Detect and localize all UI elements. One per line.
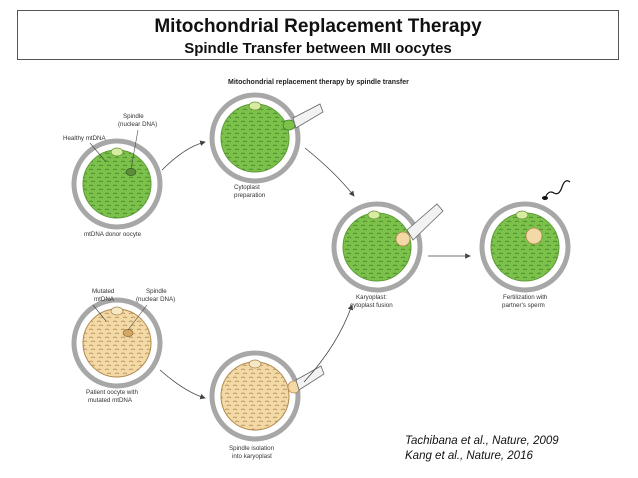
label-patient-2: mutated mtDNA [88,397,133,404]
donor-oocyte [71,138,163,230]
sperm-icon [545,180,571,197]
spindle-icon [125,168,137,176]
label-spindle-top-2: (nuclear DNA) [118,121,157,128]
title-box: Mitochondrial Replacement Therapy Spindl… [17,10,619,60]
cytoplast-prep-oocyte [209,92,324,184]
spindle-isolation-oocyte [209,350,325,442]
pipette-icon [406,203,444,241]
pipette-icon [292,103,324,129]
arrow-patient-to-isolation [159,369,206,400]
pipette-icon [295,365,325,391]
label-patient-1: Patient oocyte with [86,389,138,396]
label-karyoplast-2: cytoplast fusion [350,302,393,309]
arrow-cytoplast-to-fusion [304,147,355,197]
fertilized-oocyte [479,180,571,293]
label-isolation-2: into karyoplast [232,453,272,460]
arrow-donor-to-cytoplast [161,140,206,171]
citation-1: Tachibana et al., Nature, 2009 [405,435,559,447]
slide-subtitle: Spindle Transfer between MII oocytes [184,40,452,57]
label-fertilization-2: partner's sperm [502,302,545,309]
label-karyoplast-1: Karyoplast: [356,294,387,301]
label-mutated-2: mtDNA [94,296,115,303]
label-isolation-1: Spindle isolation [229,445,275,452]
label-mutated-1: Mutated [92,288,115,295]
citation-2: Kang et al., Nature, 2016 [405,450,533,462]
label-healthy-mtdna: Healthy mtDNA [63,135,107,142]
arrow-isolation-to-fusion [303,304,354,383]
label-spindle-top-1: Spindle [123,113,144,120]
diagram-header: Mitochondrial replacement therapy by spi… [228,79,409,86]
label-cytoplast-2: preparation [234,192,266,199]
label-cytoplast-1: Cytoplast [234,184,260,191]
patient-oocyte [71,297,163,389]
fusion-oocyte [331,201,444,293]
slide-title: Mitochondrial Replacement Therapy [154,16,482,37]
citations: Tachibana et al., Nature, 2009 Kang et a… [405,434,559,464]
label-donor-oocyte: mtDNA donor oocyte [84,231,142,238]
label-spindle-bottom-1: Spindle [146,288,167,295]
spindle-icon [122,329,134,337]
label-spindle-bottom-2: (nuclear DNA) [136,296,175,303]
label-fertilization-1: Fertilization with [503,294,548,301]
